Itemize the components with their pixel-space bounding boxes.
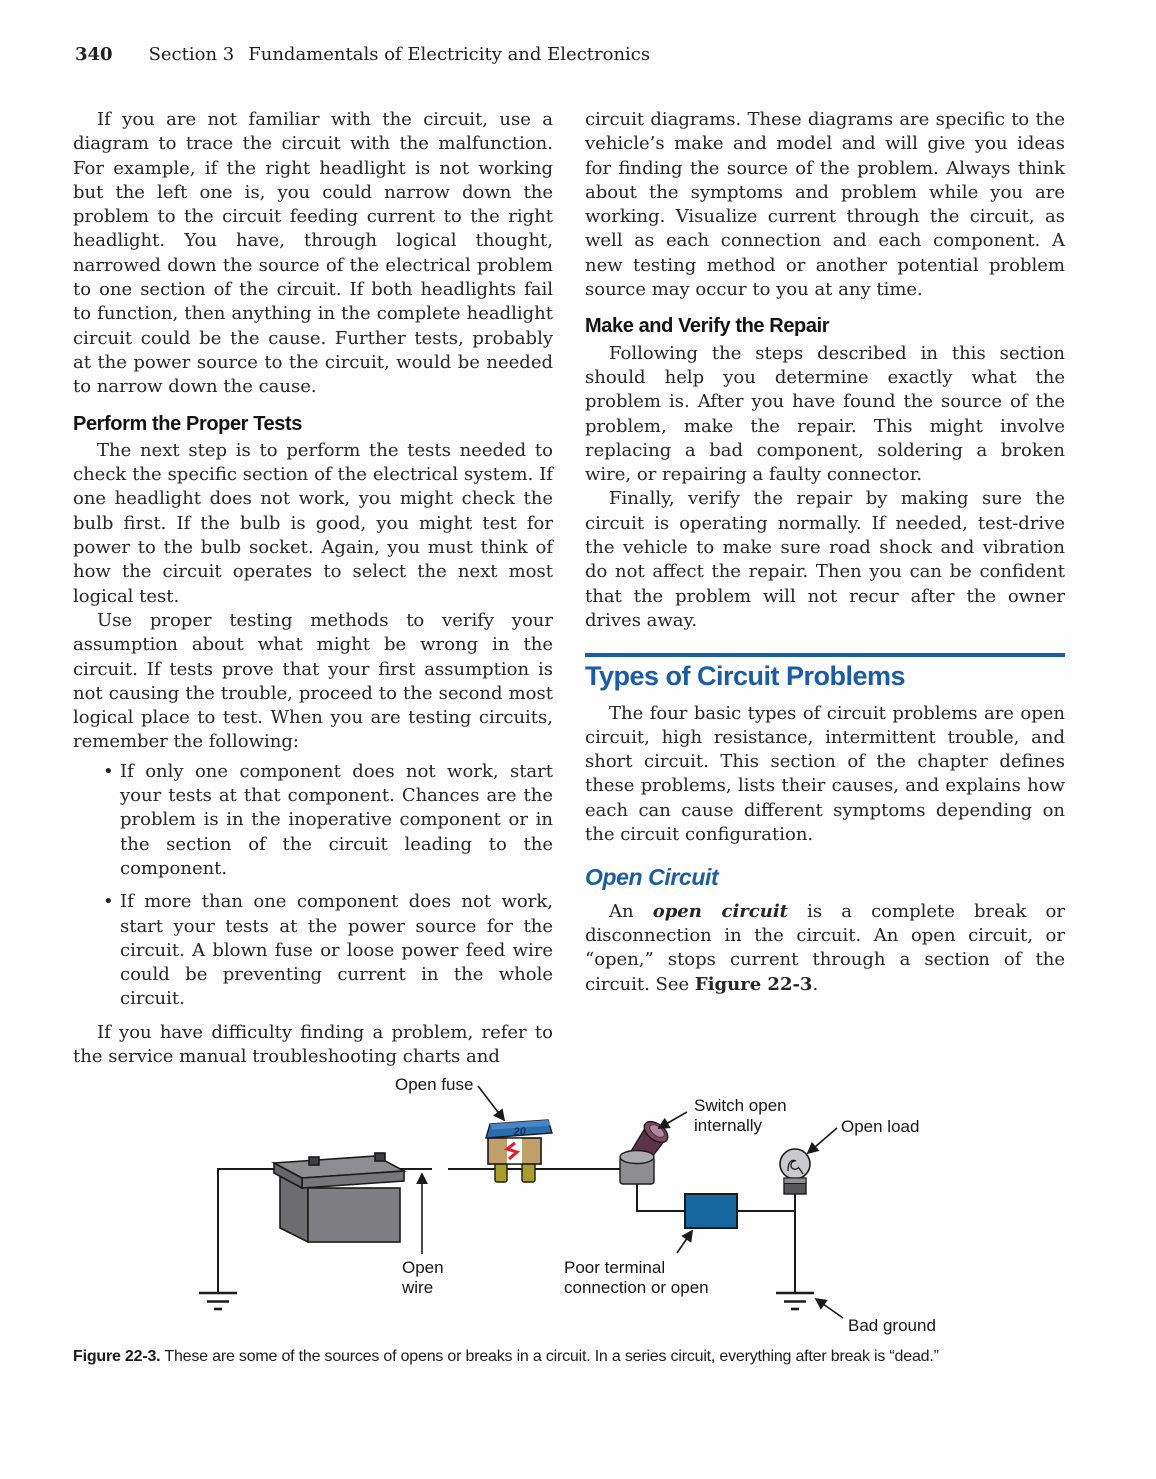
- battery-ground-symbol: [199, 1291, 237, 1311]
- open-switch: [619, 1120, 669, 1185]
- fuse-rating-text: 20: [512, 1126, 527, 1139]
- page-number: 340: [75, 44, 113, 65]
- fuse-prong: [494, 1161, 508, 1183]
- section-rule: [585, 653, 1065, 658]
- bad-ground-symbol: [776, 1291, 814, 1311]
- bullet-list: • If only one component does not work, st…: [73, 760, 553, 1012]
- list-item: • If more than one component does not wor…: [73, 890, 553, 1011]
- subheading-open-circuit: Open Circuit: [585, 864, 719, 891]
- list-item-text: If only one component does not work, sta…: [120, 760, 553, 879]
- label-line: Switch open: [694, 1096, 787, 1115]
- section-title: Fundamentals of Electricity and Electron…: [248, 44, 651, 65]
- callout-arrows: [416, 1085, 844, 1319]
- figure-caption-text: These are some of the sources of opens o…: [164, 1348, 939, 1365]
- arrow-open-load: [806, 1127, 838, 1155]
- left-column: If you are not familiar with the circuit…: [73, 108, 553, 1069]
- battery: [271, 1152, 407, 1244]
- paragraph: If you are not familiar with the circuit…: [73, 109, 553, 398]
- figure-reference: Figure 22-3: [694, 973, 813, 995]
- terminal-connection-block: [684, 1193, 738, 1229]
- arrow-poor-terminal: [676, 1229, 694, 1254]
- paragraph: The next step is to perform the tests ne…: [73, 439, 553, 607]
- label-poor-terminal: Poor terminal connection or open: [564, 1258, 709, 1298]
- arrow-bad-ground: [814, 1297, 844, 1319]
- text-run: An: [609, 900, 653, 922]
- label-open-fuse: Open fuse: [395, 1075, 474, 1094]
- subheading-make-verify-repair: Make and Verify the Repair: [585, 315, 830, 338]
- battery-terminal: [374, 1152, 386, 1162]
- open-fuse: 20: [485, 1119, 553, 1183]
- heading-types-of-circuit-problems: Types of Circuit Problems: [585, 661, 906, 692]
- arrow-switch-open: [657, 1111, 688, 1129]
- label-switch-open: Switch open internally: [694, 1096, 787, 1136]
- right-column: circuit diagrams. These diagrams are spe…: [585, 108, 1065, 997]
- label-line: connection or open: [564, 1278, 709, 1297]
- figure-caption-number: Figure 22-3.: [73, 1348, 161, 1365]
- running-head: 340 Section 3 Fundamentals of Electricity …: [75, 44, 975, 65]
- battery-terminal: [308, 1156, 320, 1166]
- paragraph: The four basic types of circuit problems…: [585, 702, 1065, 846]
- text-run: .: [812, 973, 819, 995]
- fuse-prong: [521, 1161, 536, 1183]
- label-line: wire: [402, 1278, 434, 1297]
- label-line: internally: [694, 1116, 763, 1135]
- paragraph: Use proper testing methods to verify you…: [73, 609, 553, 753]
- label-bad-ground: Bad ground: [848, 1316, 936, 1335]
- bulb-filament: [787, 1159, 804, 1175]
- label-line: Open: [402, 1258, 444, 1277]
- paragraph: Following the steps described in this se…: [585, 342, 1065, 486]
- circuit-diagram: 20: [199, 1085, 844, 1319]
- bullet-glyph: •: [103, 760, 114, 782]
- section-label: Section 3: [148, 44, 235, 65]
- list-item-text: If more than one component does not work…: [120, 891, 553, 1010]
- paragraph: circuit diagrams. These diagrams are spe…: [585, 109, 1065, 301]
- blown-fuse-element: [503, 1141, 521, 1161]
- subheading-perform-proper-tests: Perform the Proper Tests: [73, 412, 302, 435]
- arrow-open-fuse: [477, 1085, 506, 1122]
- text-run: is a complete break or disconnection in …: [585, 900, 1065, 995]
- figure-22-3: 20: [58, 1070, 1098, 1348]
- label-line: Poor terminal: [564, 1258, 666, 1277]
- term-open-circuit: open circuit: [652, 900, 788, 922]
- label-open-wire: Open wire: [402, 1258, 444, 1298]
- paragraph: Finally, verify the repair by making sur…: [585, 488, 1065, 631]
- paragraph: If you have difficulty finding a problem…: [73, 1021, 553, 1067]
- figure-caption: Figure 22-3.These are some of the source…: [73, 1348, 1083, 1366]
- bullet-glyph: •: [103, 891, 114, 913]
- paragraph-open-circuit-definition: An open circuit is a complete break or d…: [585, 900, 1065, 997]
- open-load-bulb: [779, 1148, 811, 1195]
- list-item: • If only one component does not work, st…: [73, 760, 553, 881]
- label-open-load: Open load: [841, 1117, 920, 1136]
